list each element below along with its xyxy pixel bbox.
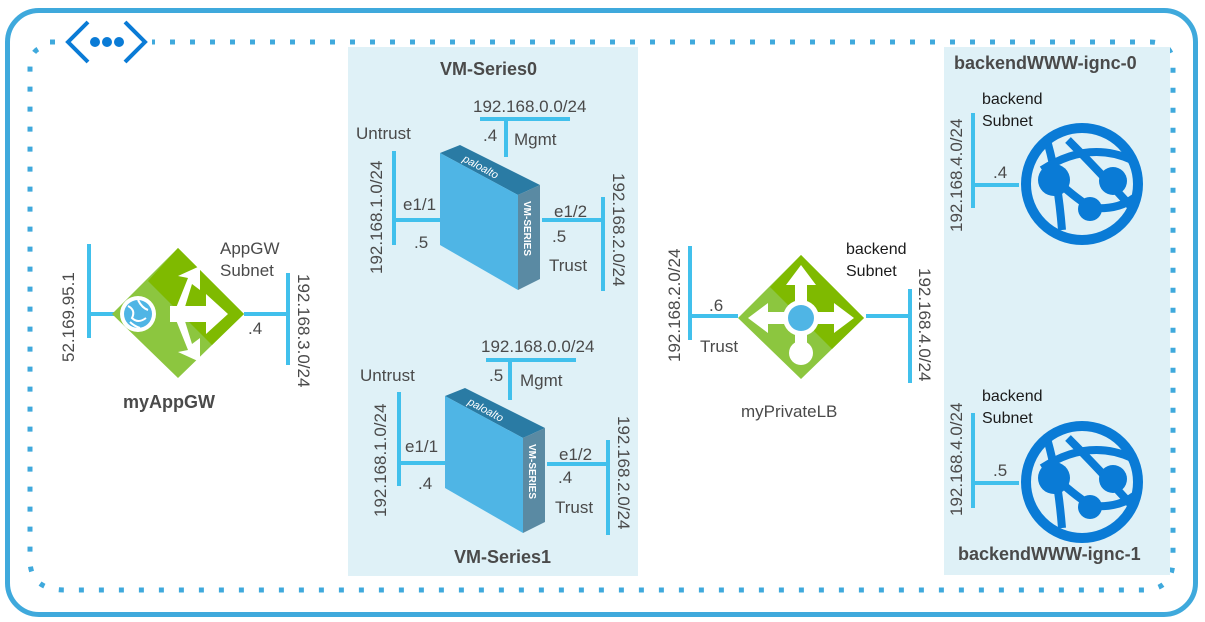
backend0-link	[973, 183, 1019, 187]
backend1-host: .5	[993, 461, 1008, 480]
backend1-name: backendWWW-ignc-1	[958, 544, 1141, 564]
lb-subnet-label-line1: backend	[846, 241, 907, 258]
lb-backend-link	[866, 314, 910, 318]
vm0-trust-label: Trust	[549, 256, 588, 275]
appgw-subnet-label-line1: AppGW	[220, 239, 280, 258]
application-gateway-icon[interactable]	[108, 248, 248, 380]
public-ip-link-horizontal	[89, 312, 115, 316]
backend0-name: backendWWW-ignc-0	[954, 53, 1137, 73]
vm0-side-text: VM-SERIES	[521, 201, 532, 256]
vm1-untrust-cidr: 192.168.1.0/24	[371, 403, 390, 517]
paloalto-vm-series-icon[interactable]: paloalto VM-SERIES	[445, 388, 547, 534]
vm1-trust-cidr: 192.168.2.0/24	[614, 416, 633, 530]
vm1-trust-link	[547, 462, 607, 466]
backend0-bus	[971, 113, 975, 208]
vm1-mgmt-host: .5	[489, 366, 504, 385]
vm1-trust-host: .4	[558, 468, 573, 487]
vm0-trust-iface: e1/2	[554, 202, 588, 221]
vm0-trust-host: .5	[552, 227, 567, 246]
lb-trust-bus	[688, 246, 692, 340]
vm0-trust-cidr: 192.168.2.0/24	[609, 173, 628, 287]
backend0-host: .4	[993, 163, 1008, 182]
backend0-cidr: 192.168.4.0/24	[947, 118, 966, 232]
load-balancer-icon[interactable]	[736, 255, 866, 381]
vm0-trust-link	[542, 218, 602, 222]
vm0-mgmt-bus	[480, 117, 570, 121]
appgw-name: myAppGW	[123, 392, 215, 412]
vm0-untrust-iface: e1/1	[403, 195, 437, 214]
vm1-mgmt-cidr: 192.168.0.0/24	[481, 337, 595, 356]
appgw-host-label: .4	[248, 319, 263, 338]
vm1-untrust-host: .4	[418, 474, 433, 493]
lb-trust-host: .6	[709, 296, 724, 315]
vm0-mgmt-link	[504, 117, 508, 157]
backend0-subnet-label-line2: Subnet	[982, 113, 1033, 130]
vm0-trust-bus	[601, 197, 605, 291]
vm1-mgmt-label: Mgmt	[520, 371, 563, 390]
vm1-untrust-bus	[397, 392, 401, 486]
vm1-mgmt-link	[508, 358, 512, 400]
vm1-trust-bus	[606, 440, 610, 535]
vm0-mgmt-cidr: 192.168.0.0/24	[473, 97, 587, 116]
vm1-side-text: VM-SERIES	[526, 444, 537, 499]
backend1-bus	[971, 413, 975, 508]
backend1-cidr: 192.168.4.0/24	[947, 402, 966, 516]
public-ip-label: 52.169.95.1	[59, 272, 78, 362]
vm1-trust-label: Trust	[555, 498, 594, 517]
vm1-untrust-link	[397, 461, 447, 465]
paloalto-vm-series-icon[interactable]: paloalto VM-SERIES	[440, 145, 542, 291]
web-app-globe-icon[interactable]	[1018, 418, 1148, 548]
vm0-untrust-cidr: 192.168.1.0/24	[367, 160, 386, 274]
lb-name: myPrivateLB	[741, 402, 838, 421]
vm0-untrust-bus	[392, 151, 396, 245]
appgw-subnet-cidr: 192.168.3.0/24	[294, 274, 313, 388]
lb-backend-cidr: 192.168.4.0/24	[915, 268, 934, 382]
lb-trust-link	[690, 314, 738, 318]
vm0-untrust-label: Untrust	[356, 124, 411, 143]
backend1-link	[973, 481, 1019, 485]
vnet-ellipsis-icon	[62, 18, 152, 68]
vm0-untrust-link	[392, 218, 442, 222]
lb-trust-label: Trust	[700, 337, 739, 356]
public-ip-link-vertical	[87, 244, 91, 338]
vm0-mgmt-host: .4	[483, 126, 498, 145]
vm1-trust-iface: e1/2	[559, 445, 593, 464]
vm-series1-name: VM-Series1	[454, 547, 552, 567]
vm0-untrust-host: .5	[414, 233, 429, 252]
lb-subnet-label-line2: Subnet	[846, 263, 897, 280]
appgw-subnet-link-vertical	[286, 273, 290, 365]
lb-trust-cidr: 192.168.2.0/24	[665, 248, 684, 362]
appgw-subnet-link-horizontal	[244, 312, 288, 316]
web-app-globe-icon[interactable]	[1018, 120, 1148, 250]
vm1-mgmt-bus	[486, 358, 576, 362]
vm0-mgmt-label: Mgmt	[514, 130, 557, 149]
backend1-subnet-label-line2: Subnet	[982, 410, 1033, 427]
appgw-subnet-label-line2: Subnet	[220, 261, 274, 280]
vm1-untrust-label: Untrust	[360, 366, 415, 385]
vm-series0-name: VM-Series0	[440, 59, 538, 79]
backend1-subnet-label-line1: backend	[982, 388, 1043, 405]
vm1-untrust-iface: e1/1	[405, 437, 439, 456]
backend0-subnet-label-line1: backend	[982, 91, 1043, 108]
lb-backend-bus	[908, 289, 912, 383]
vnet-outer-frame	[5, 8, 1198, 617]
